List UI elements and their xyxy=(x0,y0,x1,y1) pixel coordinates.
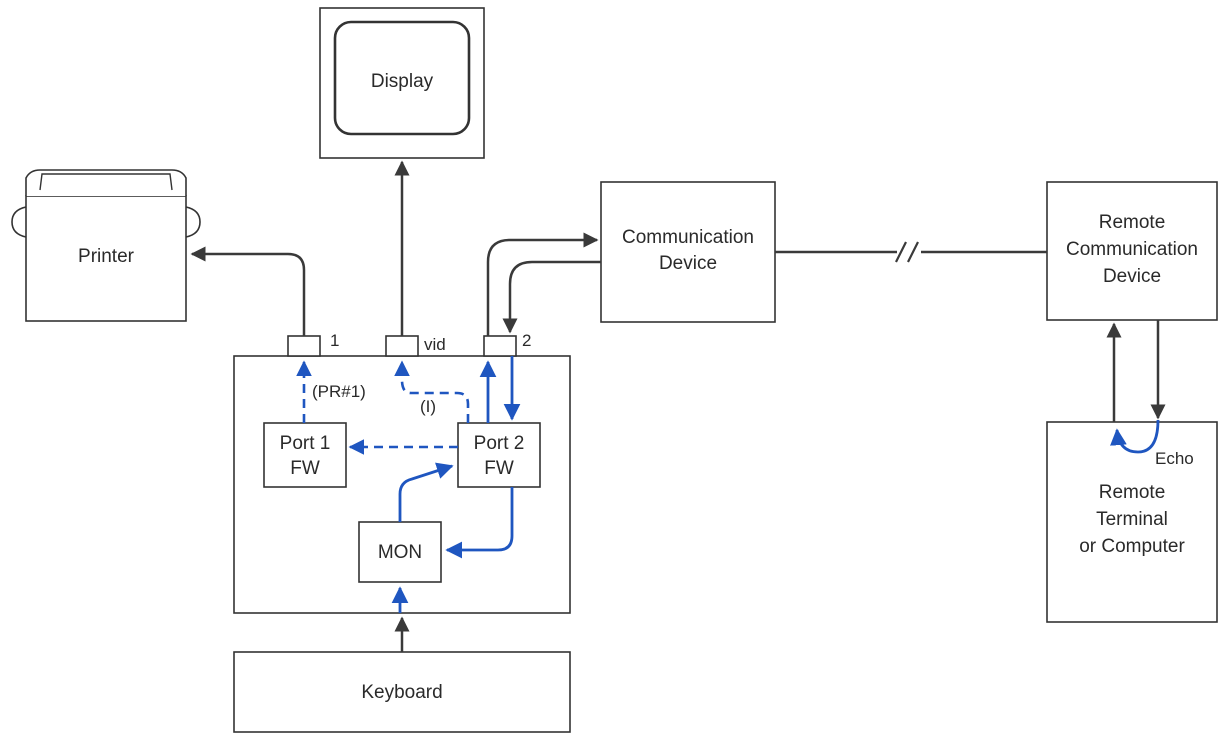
communication-device: Communication Device xyxy=(600,181,776,323)
mon-to-port2fw-line xyxy=(398,462,454,522)
mon-box: MON xyxy=(358,521,442,583)
port1-fw-line1: Port 1 xyxy=(280,433,331,454)
keyboard-label: Keyboard xyxy=(361,682,442,703)
remote-terminal-line1: Remote xyxy=(1099,482,1166,503)
echo-loop xyxy=(1110,419,1160,454)
printer-label: Printer xyxy=(78,246,135,267)
mon-label: MON xyxy=(378,542,422,563)
port1-fw-box: Port 1 FW xyxy=(263,422,347,488)
port2-connector xyxy=(483,335,517,357)
i-label: (I) xyxy=(420,397,436,416)
pr1-label: (PR#1) xyxy=(312,382,366,401)
port2-fw-line1: Port 2 xyxy=(474,433,525,454)
line-break-symbol xyxy=(895,241,919,263)
remote-terminal-line2: Terminal xyxy=(1096,509,1168,530)
port2-fw-line2: FW xyxy=(484,458,514,479)
remote-terminal: Remote Terminal or Computer xyxy=(1046,421,1218,623)
comm-device-line1: Communication xyxy=(622,227,754,248)
vid-connector xyxy=(385,335,419,357)
port2fw-to-mon-line xyxy=(445,487,514,559)
connector-vid-label: vid xyxy=(424,335,446,354)
port1-connector xyxy=(287,335,321,357)
remote-terminal-line3: or Computer xyxy=(1079,536,1185,557)
echo-label: Echo xyxy=(1155,449,1194,468)
comm-device-line2: Device xyxy=(659,253,717,274)
keyboard: Keyboard xyxy=(233,651,571,733)
port1-to-printer-line xyxy=(190,246,306,336)
remote-comm-line1: Remote xyxy=(1099,212,1166,233)
display-label: Display xyxy=(371,71,434,92)
display-monitor: Display xyxy=(319,7,485,159)
port2-fw-box: Port 2 FW xyxy=(457,422,541,488)
comm-to-port2-line xyxy=(502,260,601,334)
port2-to-comm-line xyxy=(486,232,599,336)
remote-comm-line3: Device xyxy=(1103,266,1161,287)
remote-communication-device: Remote Communication Device xyxy=(1046,181,1218,321)
connector-2-label: 2 xyxy=(522,331,531,350)
connector-1-label: 1 xyxy=(330,331,339,350)
port2fw-to-vid-dashed xyxy=(394,360,470,423)
port1-fw-line2: FW xyxy=(290,458,320,479)
printer: Printer xyxy=(11,169,201,322)
remote-comm-line2: Communication xyxy=(1066,239,1198,260)
